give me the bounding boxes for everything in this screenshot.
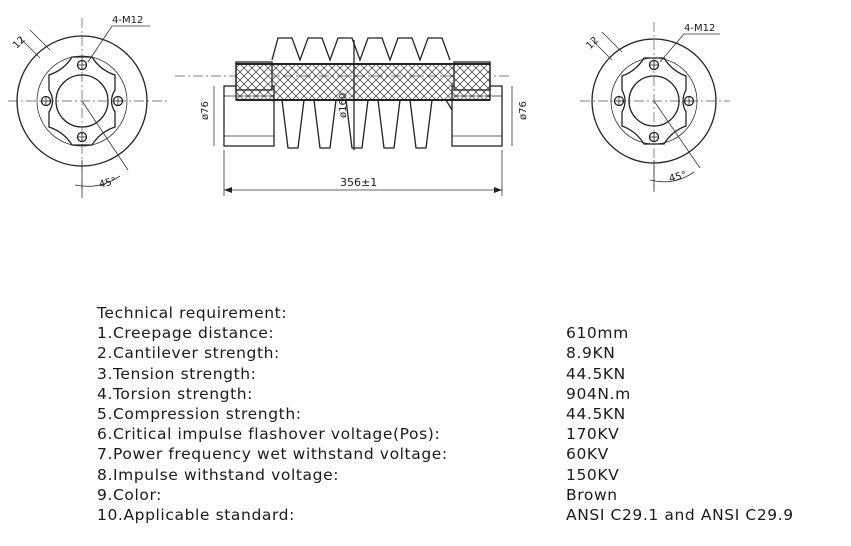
left-angle-label: 45° [98, 176, 118, 191]
right-edge-dim: 12 [584, 35, 601, 52]
requirement-value: 8.9KN [566, 344, 616, 363]
requirement-label: 2.Cantilever strength: [97, 344, 280, 363]
requirement-label: 9.Color: [97, 485, 163, 504]
requirement-label: 8.Impulse withstand voltage: [97, 465, 340, 484]
side-body-diameter: ø160 [338, 93, 349, 118]
requirement-value: 44.5KN [566, 364, 626, 383]
requirement-label: 1.Creepage distance: [97, 324, 275, 343]
side-length-dim: 356±1 [340, 176, 377, 189]
requirement-value: 904N.m [566, 384, 631, 403]
requirement-value: 150KV [566, 465, 620, 484]
left-end-view: 4-M12 12 45° [8, 15, 168, 198]
requirement-value: ANSI C29.1 and ANSI C29.9 [566, 505, 794, 524]
requirement-value: 610mm [566, 324, 629, 343]
requirement-label: 5.Compression strength: [97, 404, 302, 423]
requirement-value: 44.5KN [566, 404, 626, 423]
technical-drawing: 4-M12 12 45° ø76 ø1 [8, 15, 730, 198]
requirement-value: Brown [566, 485, 618, 504]
right-bolt-callout: 4-M12 [684, 23, 715, 34]
left-bolt-callout: 4-M12 [112, 15, 143, 26]
right-angle-label: 45° [668, 170, 688, 185]
requirement-label: 4.Torsion strength: [97, 384, 254, 403]
requirement-label: 10.Applicable standard: [97, 505, 295, 524]
requirement-label: 6.Critical impulse flashover voltage(Pos… [97, 425, 441, 444]
requirement-value: 60KV [566, 445, 609, 464]
side-right-diameter: ø76 [518, 101, 529, 120]
requirements-title: Technical requirement: [97, 304, 288, 322]
requirement-value: 170KV [566, 425, 620, 444]
requirement-label: 3.Tension strength: [97, 364, 257, 383]
left-edge-dim: 12 [11, 34, 28, 51]
right-end-view: 4-M12 12 45° [580, 22, 730, 192]
side-left-diameter: ø76 [200, 101, 211, 120]
requirement-label: 7.Power frequency wet withstand voltage: [97, 445, 448, 464]
side-view: ø76 ø160 ø76 356±1 [175, 37, 529, 196]
